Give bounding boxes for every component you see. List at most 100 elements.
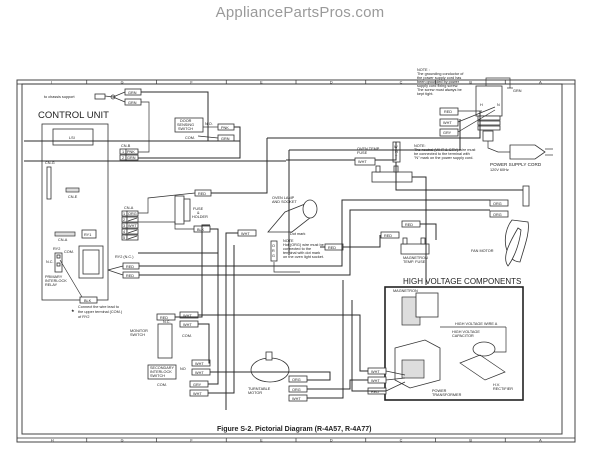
monitor-label-1: MONITOR — [130, 329, 148, 333]
cn-a-small-label: CN-A — [58, 238, 68, 242]
cn-b-pin-number: 1 — [122, 150, 124, 154]
door-sensing-switch: DOOR SENSING SWITCH N.O. COM. PNK GRN — [174, 117, 235, 142]
cord-ground-note-line: The grounding conductor of — [417, 72, 464, 76]
cn-b-label: CN-B — [121, 144, 131, 148]
ry2-red-1: RED — [126, 265, 134, 269]
hv-magnetron-label: MAGNETRON — [393, 289, 418, 293]
cord-neutral-note-line: "N" mark on the power supply cord. — [414, 156, 473, 160]
cord-gry: GRY — [443, 131, 452, 135]
hv-wht-1: WHT — [371, 370, 380, 374]
secondary-interlock-switch: SECONDARY INTERLOCK SWITCH NO COM. WHT W… — [147, 359, 211, 397]
door-switch-label-2: SENSING — [177, 123, 194, 127]
cord-neutral-note-line: be connected to the terminal with — [414, 152, 470, 156]
monitor-wht-1: WHT — [183, 314, 192, 318]
primary-relay-label-2: INTERLOCK — [45, 279, 67, 283]
primary-relay-label-3: RELAY — [45, 283, 58, 287]
hv-rectifier — [459, 354, 506, 381]
secondary-label-1: SECONDARY — [150, 366, 174, 370]
cn-b-connector: CN-B 1 PNK 2 GRN — [119, 144, 139, 161]
cn-a-pin-slot — [126, 222, 139, 229]
secondary-wht-1: WHT — [195, 362, 204, 366]
frame-tick-label: B — [469, 81, 472, 85]
blk-tag: BLK — [84, 299, 92, 303]
frame-tick-label: F — [190, 81, 193, 85]
secondary-gry: GRY — [193, 383, 202, 387]
cord-ground-note-line: NOTE : — [417, 68, 430, 72]
frame-tick-label: C — [400, 81, 403, 85]
cn-a-pin-number: 1 — [123, 212, 125, 216]
hv-wire-label: HIGH VOLTAGE WIRE A — [455, 322, 498, 326]
oven-lamp-org-o: O — [272, 244, 275, 248]
frame-tick-label: E — [260, 439, 263, 443]
cn-b-pin-number: 2 — [122, 156, 124, 160]
site-watermark: AppliancePartsPros.com — [215, 4, 385, 21]
frame-tick-label: D — [330, 81, 333, 85]
ry2-nc-title: RY2 (N.C.) — [115, 255, 134, 259]
hv-title: HIGH VOLTAGE COMPONENTS — [403, 277, 521, 286]
cord-n-label: N — [497, 103, 500, 107]
blk-note-line-2: the upper terminal (COM.) — [78, 310, 123, 314]
oven-lamp-note-line: Hot (ORG) wire must be — [283, 243, 324, 247]
frame-tick-label: G — [121, 439, 124, 443]
cn-a-small-connector — [54, 231, 76, 237]
fan-motor-label: FAN MOTOR — [471, 249, 494, 253]
ry2-red-2: RED — [126, 274, 134, 278]
secondary-label-2: INTERLOCK — [150, 370, 172, 374]
cn-g-label: CN-G — [45, 161, 55, 165]
frame-tick-label: I — [51, 81, 52, 85]
cn-e-label: CN-E — [68, 195, 78, 199]
door-switch-label-3: SWITCH — [178, 127, 193, 131]
chassis-ground: to chassis support GRN GRN — [44, 88, 142, 106]
figure-caption: Figure S-2. Pictorial Diagram (R-4A57, R… — [217, 426, 371, 433]
ry2-relay — [54, 252, 63, 273]
monitor-nc: N.C. — [163, 320, 171, 324]
fuse-label-2: & — [197, 211, 200, 215]
cord-wht: WHT — [443, 121, 452, 125]
cord-label: POWER SUPPLY CORD — [490, 162, 542, 167]
lsi-label: LSI — [69, 136, 75, 140]
fan-org-1: ORG — [493, 202, 502, 206]
turntable-label-2: MOTOR — [248, 391, 262, 395]
cn-a-pin-number: 3 — [123, 224, 125, 228]
door-switch-no: N.O. — [205, 122, 213, 126]
magnetron-temp-fuse: RED RED MAGNETRON TEMP. FUSE RED — [324, 220, 430, 264]
cn-a-pin-color: ORG — [128, 212, 137, 216]
cn-b-pin-color: GRN — [127, 156, 136, 160]
chassis-grn-2: GRN — [128, 101, 137, 105]
monitor-switch: RED N.C. WHT WHT COM. MONITOR SWITCH — [130, 311, 199, 359]
fuse-holder: FUSE & HOLDER RED BLK — [174, 189, 212, 233]
cn-a-pin-slot — [126, 210, 139, 217]
oven-lamp-note-line: on the oven light socket. — [283, 255, 324, 259]
frame-tick-label: A — [539, 439, 542, 443]
ry2-nc-wires: RY2 (N.C.) RED RED — [107, 255, 140, 279]
cn-a-pin-number: 5 — [123, 236, 125, 240]
hv-cap-label-2: CAPACITOR — [452, 334, 474, 338]
frame-tick-label: E — [260, 81, 263, 85]
monitor-red: RED — [160, 316, 168, 320]
turntable-motor: TURNTABLE MOTOR ORG ORG WHT — [248, 351, 308, 402]
control-unit-title: CONTROL UNIT — [38, 110, 109, 121]
secondary-label-3: SWITCH — [150, 374, 165, 378]
high-voltage-components: HIGH VOLTAGE COMPONENTS MAGNETRON HIGH V… — [367, 277, 524, 401]
ry1-relay — [81, 229, 97, 239]
door-switch-com: COM. — [185, 136, 195, 140]
hv-wht-2: WHT — [371, 379, 380, 383]
oven-lamp-org-g: G — [272, 254, 275, 258]
ry1-label: RY1 — [84, 233, 91, 237]
transformer-label-1: POWER — [432, 389, 447, 393]
oven-lamp-org-r: R — [272, 249, 275, 253]
chassis-label: to chassis support — [44, 95, 76, 99]
blk-note-line-3: of RY2 — [78, 315, 90, 319]
fuse-red: RED — [198, 192, 206, 196]
cn-b-pin-color: PNK — [127, 150, 135, 154]
hv-capacitor — [472, 341, 496, 357]
secondary-com: COM. — [157, 383, 167, 387]
door-switch-pnk: PNK — [221, 126, 229, 130]
cord-ground-note-line: kept tight. — [417, 92, 433, 96]
frame-tick-label: F — [190, 439, 193, 443]
mag-fuse-label-2: TEMP. FUSE — [403, 260, 426, 264]
frame-tick-label: C — [400, 439, 403, 443]
turntable-org-1: ORG — [292, 378, 301, 382]
